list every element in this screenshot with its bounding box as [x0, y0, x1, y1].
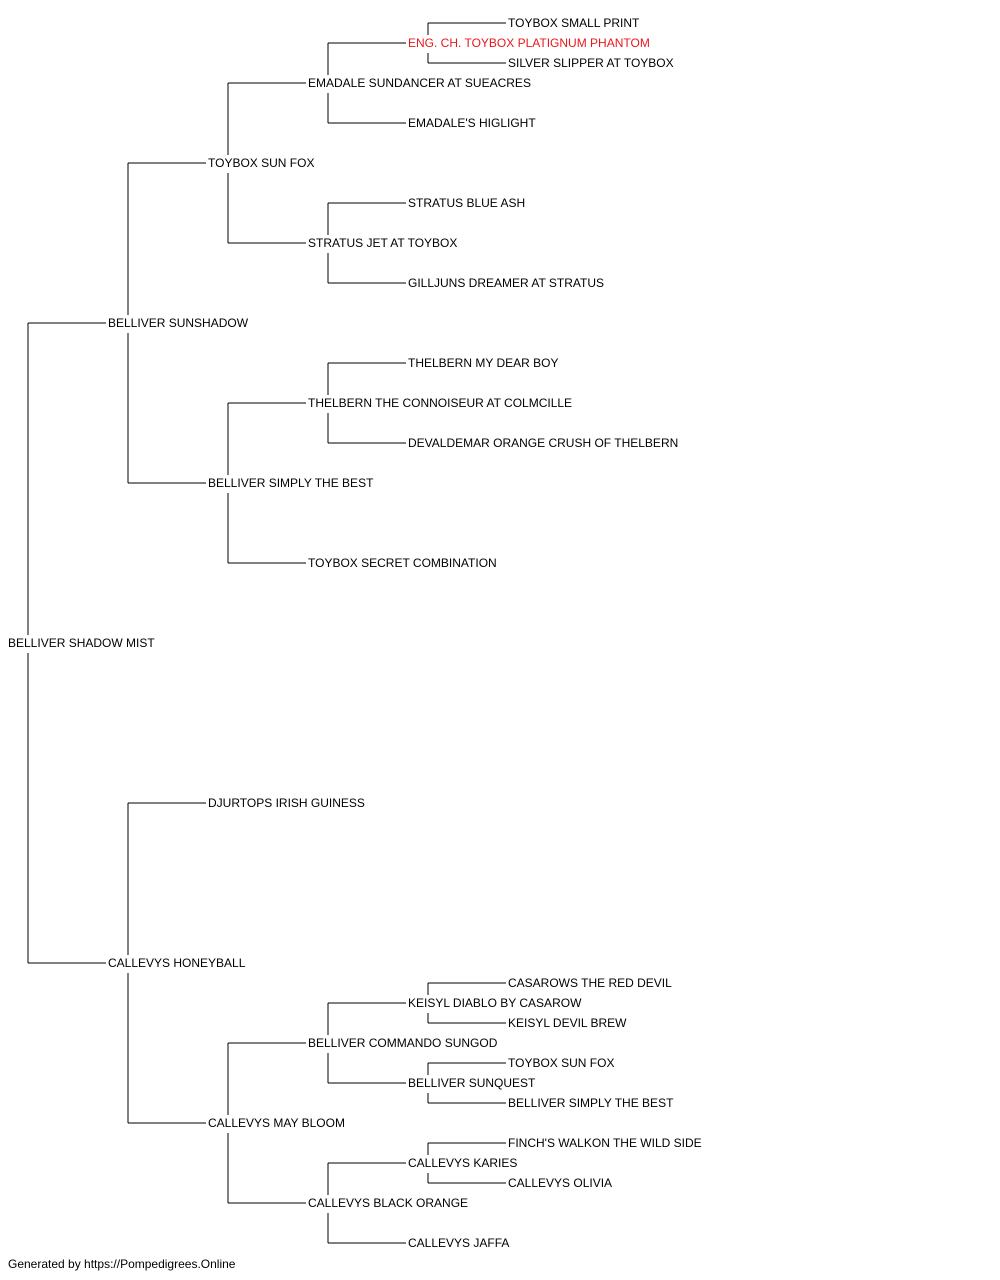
dog-name-callevys-olivia[interactable]: CALLEVYS OLIVIA [508, 1176, 612, 1190]
dog-name-eng-ch-toybox-platignum-phantom[interactable]: ENG. CH. TOYBOX PLATIGNUM PHANTOM [408, 36, 650, 50]
dog-name-belliver-sunquest[interactable]: BELLIVER SUNQUEST [408, 1076, 536, 1090]
dog-name-casarows-the-red-devil[interactable]: CASAROWS THE RED DEVIL [508, 976, 672, 990]
dog-name-stratus-jet-at-toybox[interactable]: STRATUS JET AT TOYBOX [308, 236, 457, 250]
dog-name-callevys-jaffa[interactable]: CALLEVYS JAFFA [408, 1236, 509, 1250]
dog-name-emadale-s-higlight[interactable]: EMADALE'S HIGLIGHT [408, 116, 536, 130]
dog-name-toybox-small-print[interactable]: TOYBOX SMALL PRINT [508, 16, 640, 30]
dog-name-callevys-may-bloom[interactable]: CALLEVYS MAY BLOOM [208, 1116, 345, 1130]
dog-name-keisyl-diablo-by-casarow[interactable]: KEISYL DIABLO BY CASAROW [408, 996, 582, 1010]
dog-name-djurtops-irish-guiness[interactable]: DJURTOPS IRISH GUINESS [208, 796, 365, 810]
dog-name-callevys-black-orange[interactable]: CALLEVYS BLACK ORANGE [308, 1196, 468, 1210]
dog-name-gilljuns-dreamer-at-stratus[interactable]: GILLJUNS DREAMER AT STRATUS [408, 276, 604, 290]
dog-name-callevys-honeyball[interactable]: CALLEVYS HONEYBALL [108, 956, 246, 970]
dog-name-toybox-sun-fox[interactable]: TOYBOX SUN FOX [508, 1056, 614, 1070]
dog-name-belliver-simply-the-best[interactable]: BELLIVER SIMPLY THE BEST [508, 1096, 674, 1110]
dog-name-toybox-sun-fox[interactable]: TOYBOX SUN FOX [208, 156, 314, 170]
dog-name-belliver-simply-the-best[interactable]: BELLIVER SIMPLY THE BEST [208, 476, 374, 490]
dog-name-silver-slipper-at-toybox[interactable]: SILVER SLIPPER AT TOYBOX [508, 56, 674, 70]
footer-credit: Generated by https://Pompedigrees.Online [8, 1257, 236, 1271]
dog-name-thelbern-the-connoiseur-at-colmcille[interactable]: THELBERN THE CONNOISEUR AT COLMCILLE [308, 396, 572, 410]
dog-name-stratus-blue-ash[interactable]: STRATUS BLUE ASH [408, 196, 525, 210]
dog-name-thelbern-my-dear-boy[interactable]: THELBERN MY DEAR BOY [408, 356, 558, 370]
dog-name-toybox-secret-combination[interactable]: TOYBOX SECRET COMBINATION [308, 556, 497, 570]
dog-name-finch-s-walkon-the-wild-side[interactable]: FINCH'S WALKON THE WILD SIDE [508, 1136, 702, 1150]
dog-name-callevys-karies[interactable]: CALLEVYS KARIES [408, 1156, 517, 1170]
dog-name-devaldemar-orange-crush-of-thelbern[interactable]: DEVALDEMAR ORANGE CRUSH OF THELBERN [408, 436, 678, 450]
dog-name-keisyl-devil-brew[interactable]: KEISYL DEVIL BREW [508, 1016, 627, 1030]
dog-name-belliver-shadow-mist[interactable]: BELLIVER SHADOW MIST [8, 636, 155, 650]
dog-name-belliver-commando-sungod[interactable]: BELLIVER COMMANDO SUNGOD [308, 1036, 498, 1050]
dog-name-belliver-sunshadow[interactable]: BELLIVER SUNSHADOW [108, 316, 249, 330]
dog-name-emadale-sundancer-at-sueacres[interactable]: EMADALE SUNDANCER AT SUEACRES [308, 76, 531, 90]
